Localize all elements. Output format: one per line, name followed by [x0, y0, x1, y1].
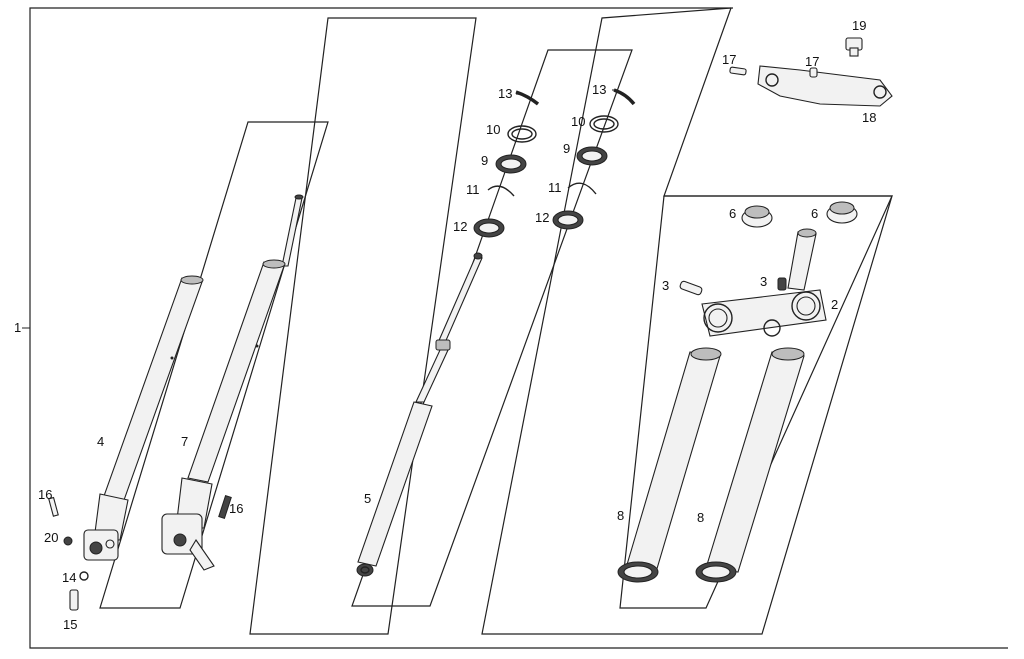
callout-16-left: 16 — [38, 487, 52, 502]
callout-20: 20 — [44, 530, 58, 545]
callout-17-right: 17 — [805, 54, 819, 69]
callout-4: 4 — [97, 434, 104, 449]
seal-stack-left — [473, 90, 540, 238]
fork-slider-right — [161, 194, 304, 571]
callout-9-right: 9 — [563, 141, 570, 156]
callout-1: 1 — [14, 320, 21, 335]
lower-triple-clamp — [679, 228, 827, 337]
callout-3-left: 3 — [662, 278, 669, 293]
upper-clamp — [729, 37, 893, 107]
pin-16-left — [48, 496, 59, 517]
callout-9-left: 9 — [481, 153, 488, 168]
pin-16-right — [218, 494, 232, 520]
damper-cartridge — [356, 252, 483, 577]
callout-17-left: 17 — [722, 52, 736, 67]
fork-caps — [741, 201, 858, 228]
callout-10-left: 10 — [486, 122, 500, 137]
callout-11-left: 11 — [466, 182, 480, 197]
frame-outer-tube-right — [249, 17, 477, 635]
inner-tube-right — [695, 347, 805, 583]
callout-5: 5 — [364, 491, 371, 506]
callout-8-left: 8 — [617, 508, 624, 523]
callout-13-right: 13 — [592, 82, 606, 97]
washer-14 — [79, 571, 89, 581]
inner-tube-left — [617, 347, 722, 583]
callout-6-right: 6 — [811, 206, 818, 221]
callout-8-right: 8 — [697, 510, 704, 525]
callout-7: 7 — [181, 434, 188, 449]
callout-11-right: 11 — [548, 180, 562, 195]
callout-12-left: 12 — [453, 219, 467, 234]
callout-14: 14 — [62, 570, 76, 585]
frame-outer-tube-left — [99, 121, 329, 609]
callout-16-right: 16 — [229, 501, 243, 516]
callout-12-right: 12 — [535, 210, 549, 225]
callout-6-left: 6 — [729, 206, 736, 221]
leader-13a — [515, 93, 527, 96]
callout-10-right: 10 — [571, 114, 585, 129]
callout-15: 15 — [63, 617, 77, 632]
callout-18: 18 — [862, 110, 876, 125]
fork-slider-left — [83, 275, 204, 561]
callout-3-right: 3 — [760, 274, 767, 289]
screw-20 — [63, 536, 73, 546]
callout-2: 2 — [831, 297, 838, 312]
seal-stack-right — [552, 88, 636, 230]
callout-13-left: 13 — [498, 86, 512, 101]
frame-inner-tubes — [619, 195, 893, 609]
bolt-15 — [69, 589, 79, 611]
callout-19: 19 — [852, 18, 866, 33]
